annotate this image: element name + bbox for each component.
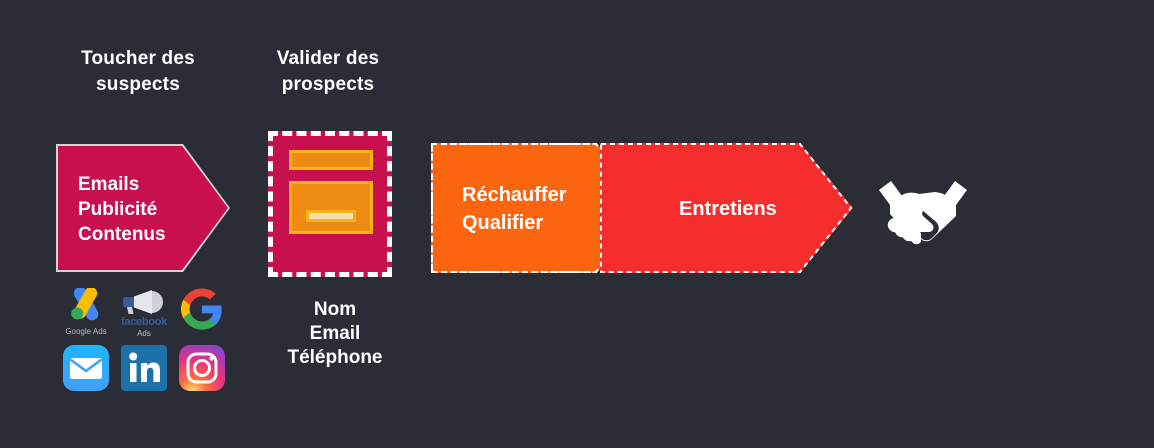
channel-facebook-brand-label: facebook [121, 316, 167, 328]
form-field-top [289, 150, 373, 170]
stage1-label: Emails Publicité Contenus [78, 174, 166, 245]
channel-icon-grid: Google Ads facebook Ads [57, 288, 233, 398]
handshake-icon[interactable] [869, 172, 977, 248]
stage4-label: Entretiens [679, 198, 777, 220]
channel-google[interactable] [173, 288, 231, 344]
google-g-icon [181, 288, 222, 330]
stage3-label: Réchauffer Qualifier [462, 184, 567, 234]
stage2-caption: Nom Email Téléphone [287, 299, 383, 368]
facebook-ads-icon [123, 290, 163, 314]
channel-facebook-ads[interactable]: facebook Ads [115, 288, 173, 344]
channel-email[interactable] [57, 344, 115, 400]
form-field-body [289, 181, 373, 234]
mail-icon [63, 345, 109, 391]
channel-google-ads[interactable]: Google Ads [57, 288, 115, 344]
channel-linkedin[interactable] [115, 344, 173, 400]
linkedin-icon [121, 345, 167, 391]
google-ads-icon [71, 288, 99, 321]
instagram-icon [179, 345, 225, 391]
channel-instagram[interactable] [173, 344, 231, 400]
heading-toucher-des-suspects: Toucher des suspects [81, 48, 195, 95]
heading-valider-des-prospects: Valider des prospects [276, 48, 380, 95]
stage2-lead-form-icon[interactable] [268, 131, 392, 277]
channel-facebook-ads-label: Ads [137, 329, 151, 338]
channel-google-ads-label: Google Ads [65, 327, 107, 336]
form-field-submit [306, 210, 356, 222]
